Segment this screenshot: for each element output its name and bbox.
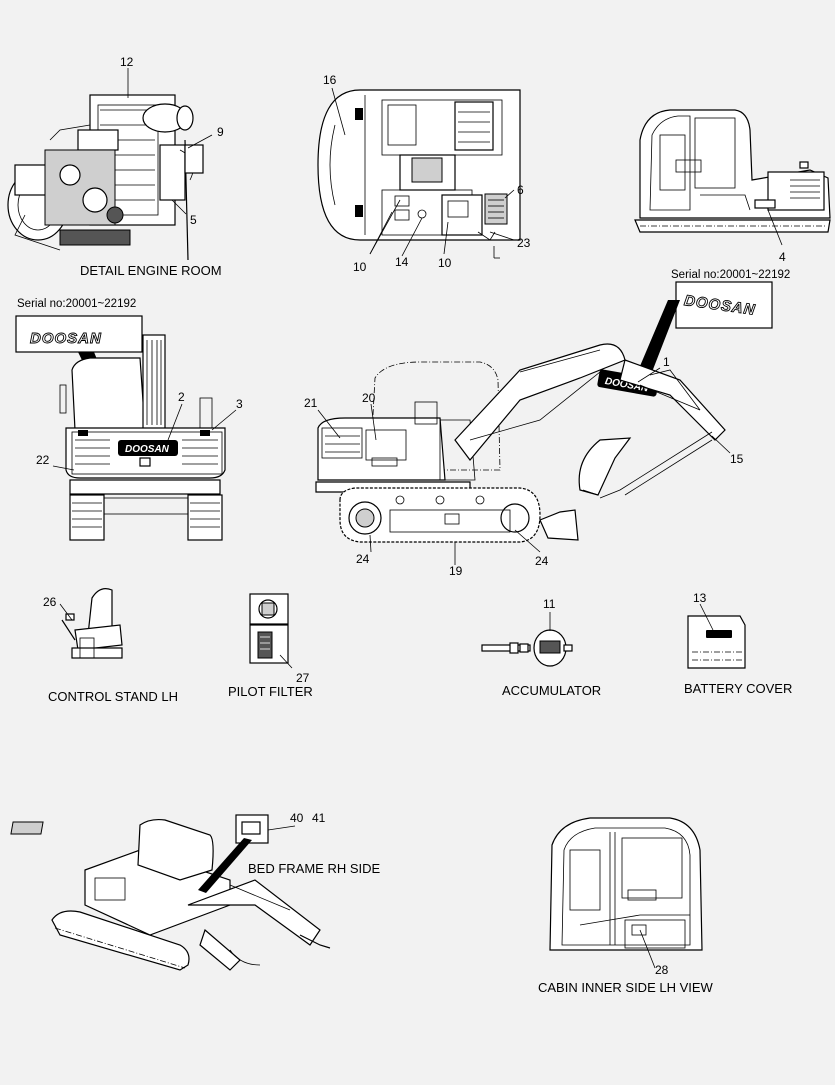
callout-40: 40 xyxy=(290,811,304,825)
isometric-excavator-view: 40 41 BED FRAME RH SIDE xyxy=(10,811,381,971)
callout-24-left: 24 xyxy=(356,552,370,566)
callout-1: 1 xyxy=(663,355,670,369)
callout-6: 6 xyxy=(517,183,524,197)
top-view: 16 6 23 10 14 10 xyxy=(317,73,531,274)
main-excavator-view: DOOSAN 1 15 21 20 24 19 24 xyxy=(304,343,744,578)
doosan-logo-left: DOOSAN xyxy=(30,330,102,347)
callout-13: 13 xyxy=(693,591,707,605)
control-stand-view: 26 CONTROL STAND LH xyxy=(43,588,178,704)
pilot-filter-view: 27 PILOT FILTER xyxy=(228,593,313,699)
caption-detail-engine-room: DETAIL ENGINE ROOM xyxy=(80,263,222,278)
serial-label-right: Serial no:20001~22192 xyxy=(671,269,790,281)
accumulator-view: 11 ACCUMULATOR xyxy=(481,597,601,698)
battery-cover-view: 13 BATTERY COVER xyxy=(684,591,792,696)
caption-pilot-filter: PILOT FILTER xyxy=(228,684,313,699)
callout-19: 19 xyxy=(449,564,463,578)
callout-2-rear: 2 xyxy=(178,390,185,404)
callout-11: 11 xyxy=(543,597,556,611)
callout-10-left: 10 xyxy=(353,260,367,274)
rh-side-view: 4 xyxy=(634,109,831,264)
callout-3: 3 xyxy=(236,397,243,411)
callout-15: 15 xyxy=(730,452,744,466)
callout-14: 14 xyxy=(395,255,409,269)
callout-12: 12 xyxy=(120,55,134,69)
callout-21: 21 xyxy=(304,396,318,410)
callout-16: 16 xyxy=(323,73,337,87)
callout-20: 20 xyxy=(362,391,376,405)
callout-4: 4 xyxy=(779,250,786,264)
caption-bed-frame: BED FRAME RH SIDE xyxy=(248,861,381,876)
callout-27: 27 xyxy=(296,671,310,685)
callout-26: 26 xyxy=(43,595,57,609)
callout-9: 9 xyxy=(217,125,224,139)
callout-10-right: 10 xyxy=(438,256,452,270)
caption-control-stand: CONTROL STAND LH xyxy=(48,689,178,704)
caption-battery-cover: BATTERY COVER xyxy=(684,681,792,696)
callout-5: 5 xyxy=(190,213,197,227)
callout-28: 28 xyxy=(655,963,669,977)
doosan-logo-rear: DOOSAN xyxy=(125,444,170,455)
rear-view: DOOSAN 2 3 22 xyxy=(36,334,243,541)
callout-22: 22 xyxy=(36,453,50,467)
caption-cabin-inner: CABIN INNER SIDE LH VIEW xyxy=(538,980,714,995)
callout-41: 41 xyxy=(312,811,326,825)
callout-23: 23 xyxy=(517,236,531,250)
serial-label-left: Serial no:20001~22192 xyxy=(17,298,136,310)
engine-room-view: 12 9 5 DETAIL ENGINE ROOM xyxy=(7,55,224,278)
caption-accumulator: ACCUMULATOR xyxy=(502,683,601,698)
callout-24-right: 24 xyxy=(535,554,549,568)
cabin-inner-view: 28 CABIN INNER SIDE LH VIEW xyxy=(538,817,714,995)
